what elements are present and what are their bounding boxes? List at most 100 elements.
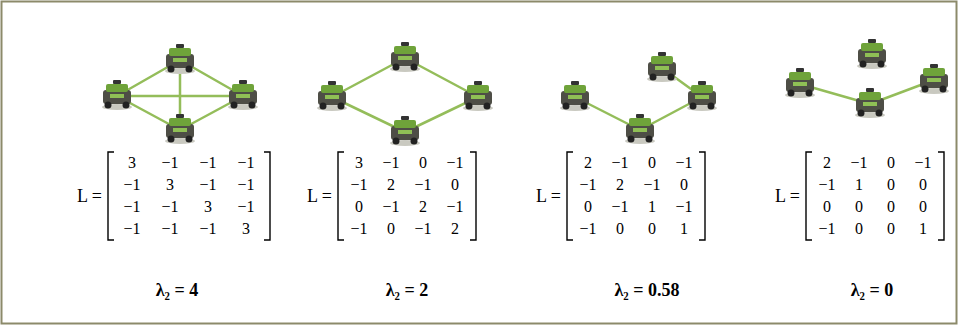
matrix-entry: −1 [189,152,227,174]
matrix-bracket [938,152,944,240]
matrix-entry: −1 [375,152,407,174]
matrix-entry: −1 [151,152,189,174]
matrix-bracket [338,152,344,240]
matrix-entry: −1 [907,152,939,174]
matrix-entry: 0 [875,196,907,218]
matrix-entry: −1 [375,196,407,218]
matrix-entry: −1 [811,174,843,196]
matrix-name: L = [307,186,332,207]
matrix-entry: −1 [604,152,636,174]
matrix-entry: 0 [439,174,471,196]
matrix-entry: 1 [843,174,875,196]
matrix-entry: 0 [907,174,939,196]
matrix-entry: −1 [668,152,700,174]
robot-icon [647,52,677,82]
matrix-entry: 0 [343,196,375,218]
matrix-bracket [108,152,114,240]
matrix-entry: −1 [189,218,227,240]
matrix-entry: −1 [113,174,151,196]
robot-icon [165,44,195,74]
matrix-entry: 2 [375,174,407,196]
robot-icon [855,88,885,118]
graph-edge [117,95,243,98]
robot-icon [102,80,132,110]
matrix-entry: −1 [343,218,375,240]
robot-icon [228,80,258,110]
matrix-entry: 2 [439,218,471,240]
matrix-entry: 0 [636,218,668,240]
eigenvalue-label: λ₂ = 4 [156,280,199,301]
robot-icon [165,114,195,144]
matrix-entry: −1 [189,174,227,196]
robot-icon [390,42,420,72]
matrix-entry: 0 [636,152,668,174]
matrix-entry: 0 [875,218,907,240]
robot-icon [785,68,815,98]
matrix-entry: 0 [811,196,843,218]
matrix-bracket [699,152,705,240]
matrix-entry: 0 [572,196,604,218]
eigenvalue-label: λ₂ = 0.58 [615,280,680,301]
matrix-bracket [806,152,812,240]
matrix-entry: −1 [227,152,265,174]
matrix-entry: −1 [572,174,604,196]
matrix-entry: 2 [604,174,636,196]
eigenvalue-label: λ₂ = 0 [851,280,894,301]
matrix-entry: −1 [407,174,439,196]
robot-icon [919,64,949,94]
matrix-entry: −1 [604,196,636,218]
matrix-bracket [567,152,573,240]
matrix-entry: −1 [439,196,471,218]
matrix-entry: 0 [668,174,700,196]
robot-icon [390,116,420,146]
robots [102,39,949,146]
robot-icon [625,114,655,144]
matrix-entry: 1 [907,218,939,240]
matrix-entry: −1 [113,196,151,218]
matrix-entry: −1 [439,152,471,174]
matrix-entry: 0 [907,196,939,218]
matrix-entry: 3 [151,174,189,196]
matrix-entry: 2 [407,196,439,218]
matrix-entry: 3 [227,218,265,240]
matrix-entry: 0 [604,218,636,240]
matrix-entry: −1 [811,218,843,240]
matrix-entry: 3 [189,196,227,218]
matrix-entry: −1 [668,196,700,218]
robot-icon [687,81,717,111]
robot-icon [317,81,347,111]
matrix-entry: −1 [151,196,189,218]
matrix-name: L = [536,186,561,207]
matrix-entry: −1 [227,174,265,196]
matrix-entry: 3 [113,152,151,174]
matrix-entry: −1 [572,218,604,240]
matrix-entry: −1 [113,218,151,240]
matrix-entry: 2 [811,152,843,174]
robot-icon [857,39,887,69]
matrix-entry: 1 [636,196,668,218]
matrix-entry: 0 [875,152,907,174]
matrix-entry: −1 [636,174,668,196]
matrix-entry: 2 [572,152,604,174]
matrix-bracket [470,152,476,240]
robot-icon [463,81,493,111]
matrix-entry: 0 [843,196,875,218]
matrix-name: L = [775,186,800,207]
matrix-entry: −1 [227,196,265,218]
matrix-entry: −1 [843,152,875,174]
robot-icon [560,81,590,111]
matrix-entry: 0 [875,174,907,196]
matrix-entry: 0 [375,218,407,240]
matrix-entry: 3 [343,152,375,174]
graph-edges [117,58,934,132]
matrix-entry: −1 [407,218,439,240]
matrix-entry: −1 [343,174,375,196]
matrix-entry: 0 [407,152,439,174]
matrix-entry: 1 [668,218,700,240]
matrix-bracket [264,152,270,240]
matrix-entry: −1 [151,218,189,240]
matrix-brackets [108,152,944,240]
matrix-name: L = [77,186,102,207]
